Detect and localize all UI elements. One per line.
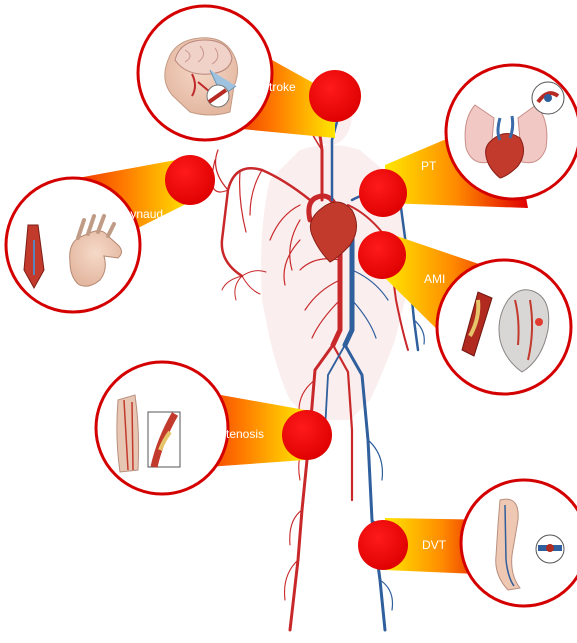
callout-label-pt: PT <box>421 159 437 173</box>
raynaud-dot[interactable] <box>165 155 215 205</box>
callout-dvt: DVT <box>358 480 577 606</box>
pt-dot[interactable] <box>359 169 407 217</box>
ami-dot[interactable] <box>358 231 406 279</box>
stenosis-dot[interactable] <box>282 410 332 460</box>
callout-label-raynaud: Raynaud <box>115 207 163 221</box>
callout-label-stroke: Stroke <box>261 80 296 94</box>
dvt-dot[interactable] <box>358 520 408 570</box>
callout-pt: PT <box>359 65 577 217</box>
callout-stroke: Stroke <box>138 6 361 140</box>
callout-label-stenosis: Stenosis <box>218 427 264 441</box>
callout-raynaud: Raynaud <box>6 155 215 312</box>
callout-label-ami: AMI <box>424 272 445 286</box>
callout-label-dvt: DVT <box>422 538 447 552</box>
stroke-dot[interactable] <box>309 70 361 122</box>
